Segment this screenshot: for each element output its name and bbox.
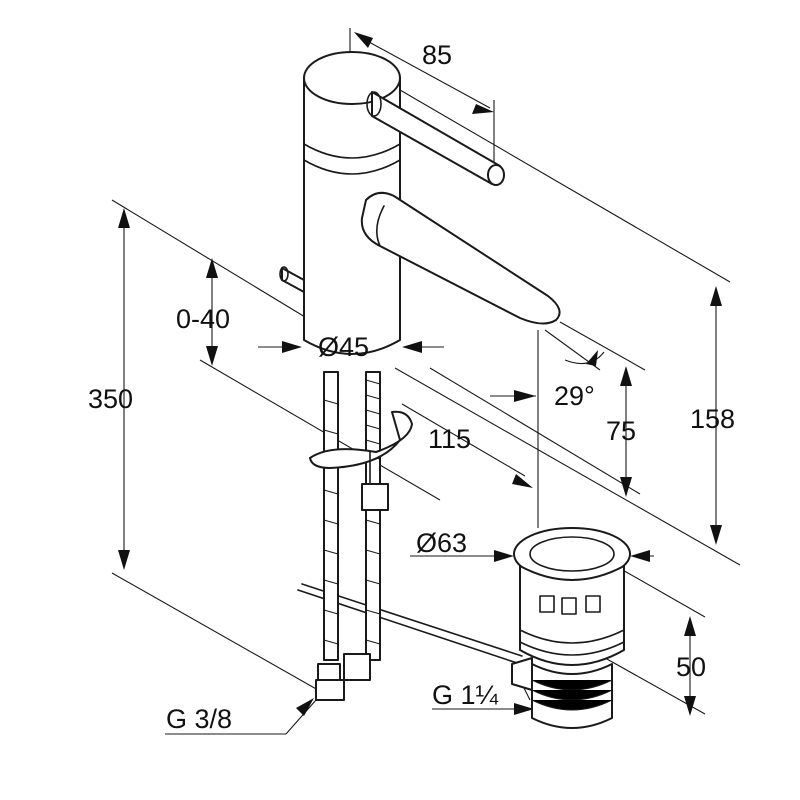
dim-d63-label: Ø63	[416, 528, 467, 558]
dim-75-label: 75	[606, 416, 636, 446]
dim-350-label: 350	[88, 384, 133, 414]
dim-85-label: 85	[422, 40, 452, 70]
dim-29deg-label: 29°	[554, 381, 595, 411]
dim-0-40-label: 0-40	[176, 304, 230, 334]
dim-158-label: 158	[690, 404, 735, 434]
dimension-labels: 85 350 0-40 Ø45 29° 115 75 158 Ø63 50 G …	[88, 40, 735, 734]
pop-up-waste	[511, 527, 631, 729]
mounting-clamp	[309, 410, 413, 511]
dimension-arrows	[118, 32, 722, 716]
thread-g114-label: G 1¼	[432, 680, 499, 710]
tap-body	[279, 51, 561, 355]
supply-hoses	[315, 371, 381, 701]
dim-115-label: 115	[428, 424, 471, 454]
thread-g38-label: G 3/8	[166, 704, 232, 734]
dim-50-label: 50	[676, 652, 706, 682]
dim-d45-label: Ø45	[318, 332, 369, 362]
